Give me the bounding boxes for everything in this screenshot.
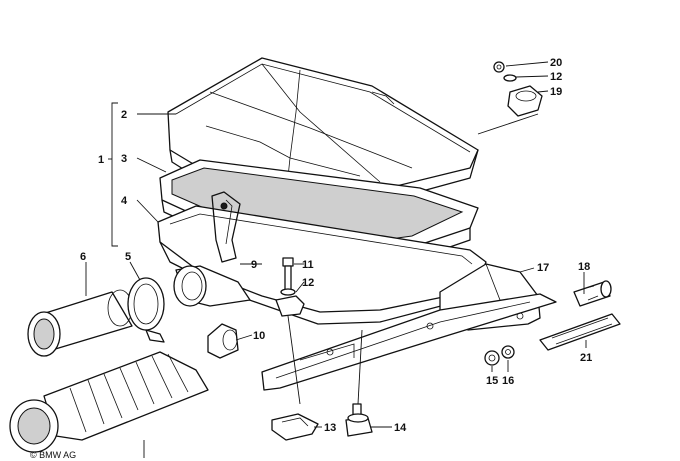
- mounting-bracket: [261, 263, 557, 391]
- copyright-text: © BMW AG: [30, 450, 76, 460]
- rubber-mount-lower: [345, 403, 373, 437]
- label-2: 2: [121, 109, 127, 121]
- top-mount: [493, 61, 543, 117]
- bolt-assembly: [275, 257, 305, 317]
- part-number-labels: 1 2 3 4 5 6 17 9 10 11 12 13 14 15 16 18…: [80, 57, 592, 434]
- label-21: 21: [580, 352, 592, 364]
- label-10: 10: [253, 330, 265, 342]
- label-14: 14: [394, 422, 407, 434]
- label-15: 15: [486, 375, 498, 387]
- intake-snout: [173, 265, 251, 307]
- label-6: 6: [80, 251, 86, 263]
- nut-and-washer: [484, 345, 515, 366]
- hose-clamp: [127, 277, 165, 343]
- label-9: 9: [251, 259, 257, 271]
- label-1: 1: [98, 154, 104, 166]
- label-11: 11: [302, 259, 314, 271]
- bellows-hose: [9, 351, 209, 453]
- rubber-cap: [207, 323, 239, 359]
- label-7: 17: [537, 262, 549, 274]
- label-12-upper: 12: [550, 71, 562, 83]
- label-20: 20: [550, 57, 562, 69]
- rubber-mount-stud: [573, 280, 612, 307]
- label-5: 5: [125, 251, 131, 263]
- label-16: 16: [502, 375, 514, 387]
- label-19: 19: [550, 86, 562, 98]
- label-3: 3: [121, 153, 127, 165]
- label-4: 4: [121, 195, 128, 207]
- label-12-lower: 12: [302, 277, 314, 289]
- mesh-strip: [539, 313, 621, 351]
- intake-sleeve: [27, 289, 133, 357]
- leader-lines: [85, 61, 587, 458]
- spring-clip: [271, 413, 319, 441]
- label-13: 13: [324, 422, 336, 434]
- label-18: 18: [578, 261, 590, 273]
